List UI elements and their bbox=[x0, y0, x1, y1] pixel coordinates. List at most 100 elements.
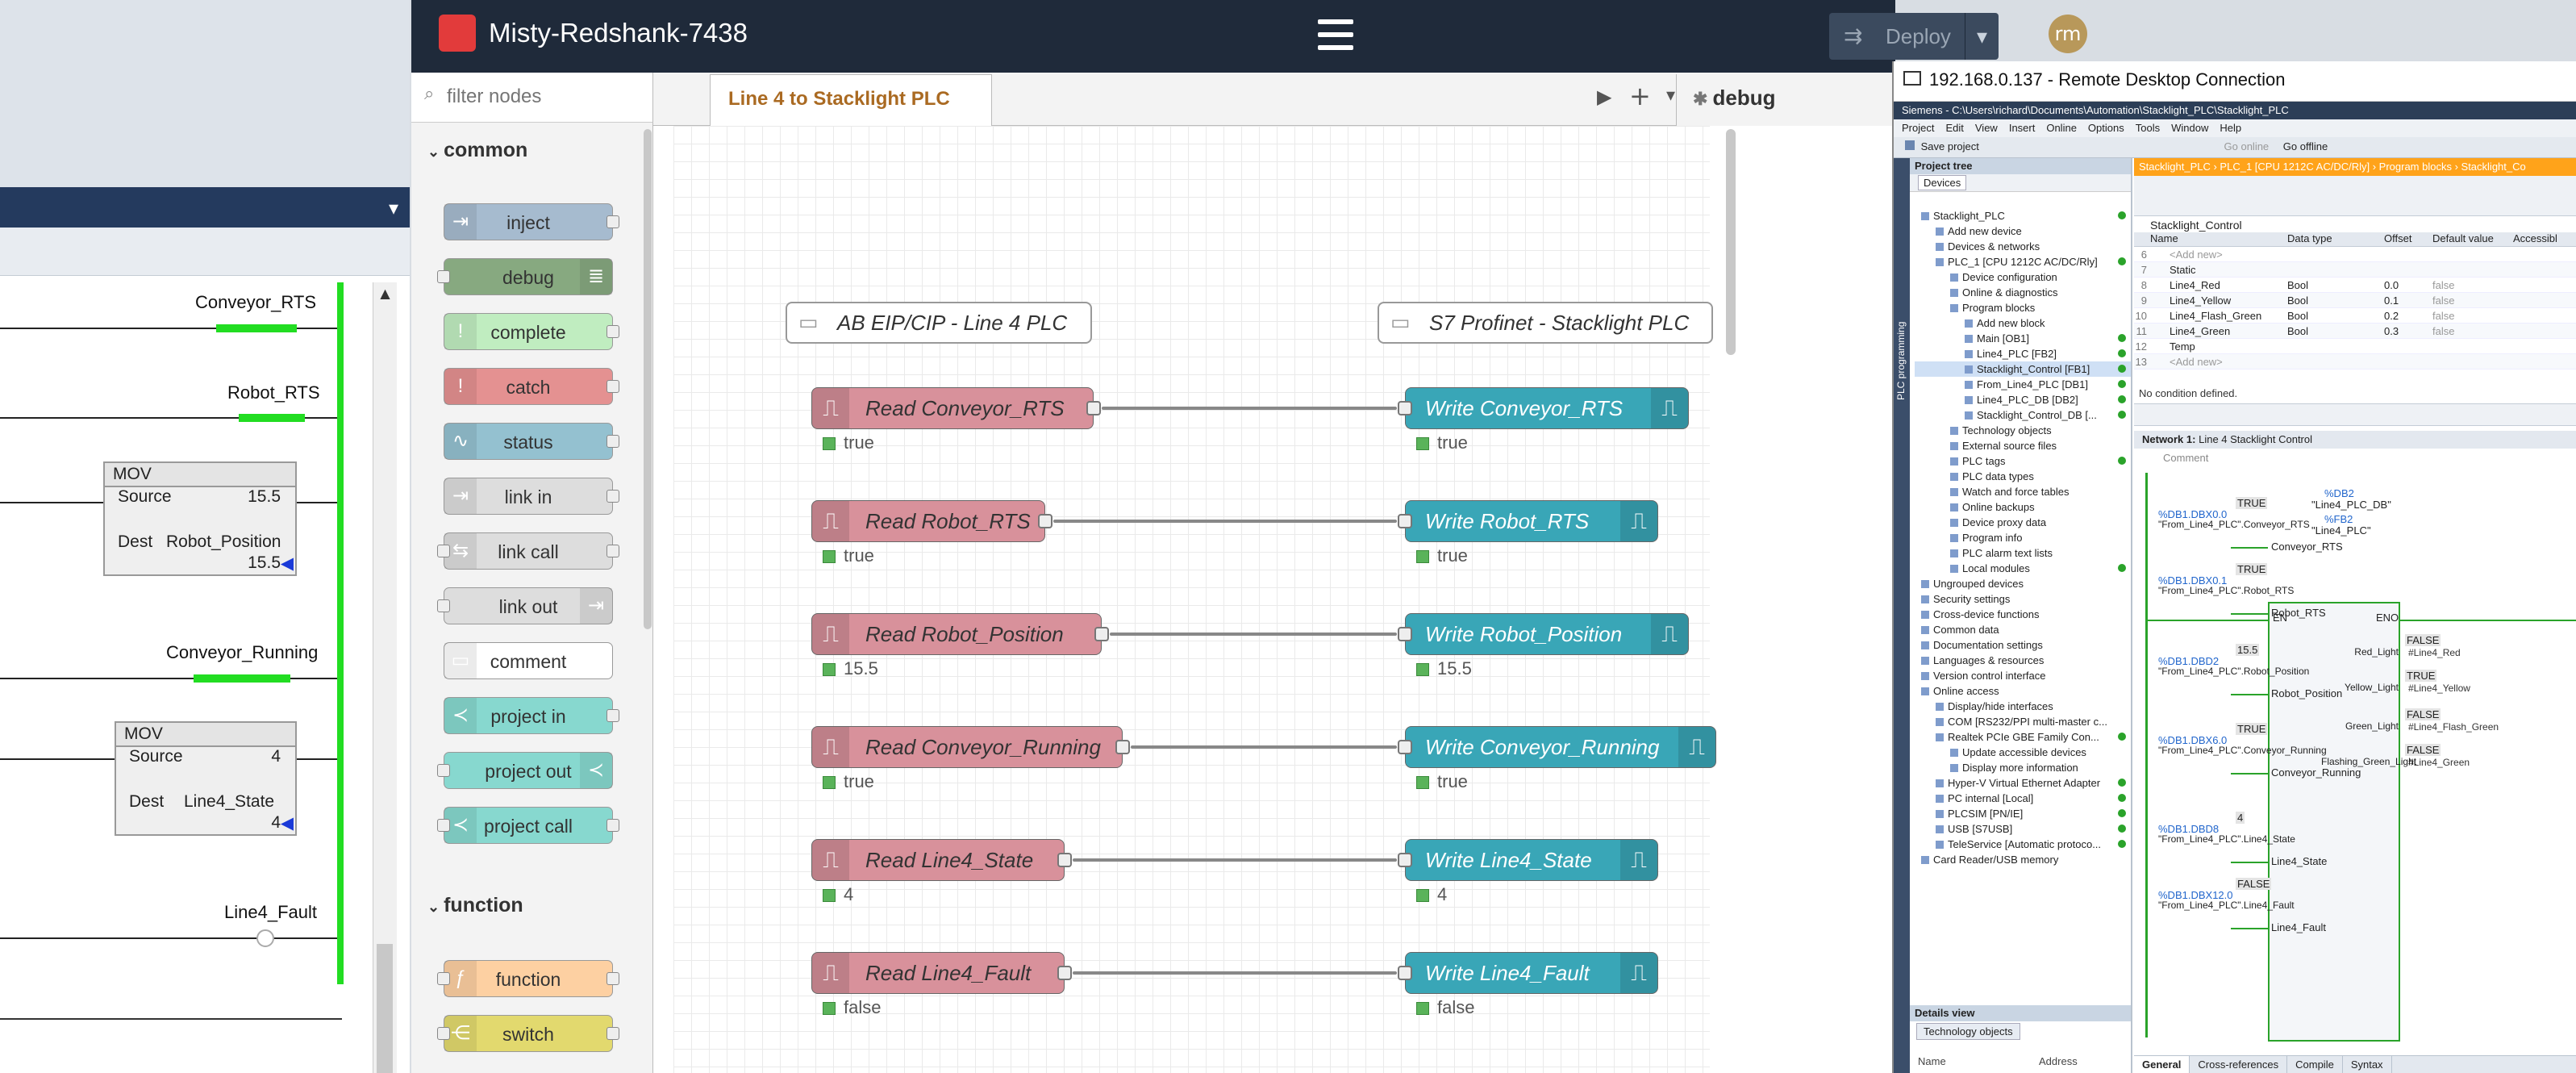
palette-node-status[interactable]: ∿status bbox=[444, 423, 619, 460]
avatar[interactable]: rm bbox=[2049, 15, 2087, 53]
contact-energized[interactable] bbox=[239, 414, 305, 422]
input-port[interactable] bbox=[1398, 401, 1412, 415]
tree-item[interactable]: PLC data types bbox=[1915, 469, 2131, 484]
menu-item-help[interactable]: Help bbox=[2220, 122, 2242, 134]
details-view-title[interactable]: Details view bbox=[1910, 1005, 2131, 1021]
devices-tab[interactable]: Devices bbox=[1910, 174, 2131, 192]
menu-item-online[interactable]: Online bbox=[2046, 122, 2077, 134]
flow-wire[interactable] bbox=[1073, 858, 1397, 862]
tree-item[interactable]: Device configuration bbox=[1915, 269, 2131, 285]
tab-line4-to-stacklight[interactable]: Line 4 to Stacklight PLC bbox=[710, 74, 992, 126]
filter-nodes-input[interactable] bbox=[447, 82, 640, 111]
output-port[interactable] bbox=[1057, 966, 1072, 980]
palette-scrollbar[interactable] bbox=[644, 129, 652, 629]
output-port[interactable] bbox=[1038, 514, 1052, 528]
write-node[interactable]: ⎍Write Conveyor_RTS bbox=[1398, 387, 1689, 429]
write-node[interactable]: ⎍Write Line4_Fault bbox=[1398, 952, 1658, 994]
tree-item[interactable]: COM [RS232/PPI multi-master c... bbox=[1915, 714, 2131, 729]
read-node[interactable]: ⎍Read Conveyor_RTS bbox=[811, 387, 1101, 429]
flow-wire[interactable] bbox=[1053, 520, 1397, 523]
tree-item[interactable]: Add new block bbox=[1915, 315, 2131, 331]
palette-node-project-call[interactable]: ≺project call bbox=[437, 807, 619, 844]
save-icon[interactable] bbox=[1905, 140, 1915, 150]
read-node[interactable]: ⎍Read Robot_RTS bbox=[811, 500, 1052, 542]
comment-node-right[interactable]: ▭ S7 Profinet - Stacklight PLC bbox=[1378, 302, 1713, 344]
write-node[interactable]: ⎍Write Line4_State bbox=[1398, 839, 1658, 881]
contact-energized[interactable] bbox=[194, 674, 290, 683]
comment-node-left[interactable]: ▭ AB EIP/CIP - Line 4 PLC bbox=[786, 302, 1092, 344]
tree-item[interactable]: TeleService [Automatic protoco... bbox=[1915, 837, 2131, 852]
mov-instruction[interactable]: MOV Source 4 Dest Line4_State 4 ◀ bbox=[115, 721, 297, 836]
tree-item[interactable]: Display/hide interfaces bbox=[1915, 699, 2131, 714]
fb-box[interactable] bbox=[2268, 602, 2400, 1042]
tab-debug[interactable]: ✱ debug bbox=[1676, 74, 1895, 126]
output-port[interactable] bbox=[1086, 401, 1101, 415]
tree-item[interactable]: From_Line4_PLC [DB1] bbox=[1915, 377, 2131, 392]
inspector-tab-compile[interactable]: Compile bbox=[2287, 1056, 2343, 1073]
input-port[interactable] bbox=[1398, 966, 1412, 980]
palette-node-link-in[interactable]: ⇥link in bbox=[444, 478, 619, 515]
palette-category-function[interactable]: ⌄ function bbox=[427, 894, 523, 917]
flow-wire[interactable] bbox=[1131, 745, 1397, 749]
menu-item-insert[interactable]: Insert bbox=[2008, 122, 2036, 134]
tree-item[interactable]: Realtek PCIe GBE Family Con... bbox=[1915, 729, 2131, 745]
output-port[interactable] bbox=[1115, 740, 1130, 754]
tree-item[interactable]: PLC tags bbox=[1915, 453, 2131, 469]
palette-node-comment[interactable]: ▭comment bbox=[444, 642, 613, 679]
play-icon[interactable]: ▶ bbox=[1597, 86, 1612, 108]
tree-item[interactable]: Program blocks bbox=[1915, 300, 2131, 315]
tree-item[interactable]: Add new device bbox=[1915, 223, 2131, 239]
tree-item[interactable]: Online access bbox=[1915, 683, 2131, 699]
technology-objects-tab[interactable]: Technology objects bbox=[1916, 1023, 2020, 1040]
tree-item[interactable]: Main [OB1] bbox=[1915, 331, 2131, 346]
tree-item[interactable]: Line4_PLC [FB2] bbox=[1915, 346, 2131, 361]
scroll-up-icon[interactable]: ▲ bbox=[380, 286, 390, 301]
palette-node-link-call[interactable]: ⇆link call bbox=[437, 532, 619, 570]
contact-energized[interactable] bbox=[216, 324, 297, 332]
tree-item[interactable]: Device proxy data bbox=[1915, 515, 2131, 530]
tree-item[interactable]: Cross-device functions bbox=[1915, 607, 2131, 622]
tree-item[interactable]: Program info bbox=[1915, 530, 2131, 545]
palette-node-complete[interactable]: !complete bbox=[444, 313, 619, 350]
tree-item[interactable]: Security settings bbox=[1915, 591, 2131, 607]
input-port[interactable] bbox=[1398, 514, 1412, 528]
read-node[interactable]: ⎍Read Line4_Fault bbox=[811, 952, 1072, 994]
flow-wire[interactable] bbox=[1102, 407, 1397, 410]
tree-item[interactable]: PC internal [Local] bbox=[1915, 791, 2131, 806]
tree-item[interactable]: Display more information bbox=[1915, 760, 2131, 775]
inspector-tab-syntax[interactable]: Syntax bbox=[2343, 1056, 2392, 1073]
palette-node-switch[interactable]: ⋲switch bbox=[437, 1015, 619, 1052]
palette-node-debug[interactable]: ≣debug bbox=[437, 258, 613, 295]
workspace-scrollbar[interactable] bbox=[1726, 129, 1736, 355]
contact-open[interactable] bbox=[256, 929, 274, 947]
network-comment[interactable]: Comment bbox=[2163, 452, 2209, 464]
menu-item-view[interactable]: View bbox=[1974, 122, 1998, 134]
tree-item[interactable]: Technology objects bbox=[1915, 423, 2131, 438]
go-offline-button[interactable]: Go offline bbox=[2282, 140, 2328, 152]
inspector-tab-cross-references[interactable]: Cross-references bbox=[2190, 1056, 2288, 1073]
menu-item-edit[interactable]: Edit bbox=[1945, 122, 1964, 134]
palette-category-common[interactable]: ⌄ common bbox=[427, 139, 527, 162]
tree-item[interactable]: Watch and force tables bbox=[1915, 484, 2131, 499]
tree-item[interactable]: Devices & networks bbox=[1915, 239, 2131, 254]
tree-item[interactable]: Hyper-V Virtual Ethernet Adapter bbox=[1915, 775, 2131, 791]
menu-item-project[interactable]: Project bbox=[1902, 122, 1935, 134]
go-online-button[interactable]: Go online bbox=[2224, 140, 2270, 152]
flow-wire[interactable] bbox=[1110, 633, 1397, 636]
tree-item[interactable]: Local modules bbox=[1915, 561, 2131, 576]
menu-item-tools[interactable]: Tools bbox=[2135, 122, 2161, 134]
palette-node-inject[interactable]: ⇥inject bbox=[444, 203, 619, 240]
tree-item[interactable]: USB [S7USB] bbox=[1915, 821, 2131, 837]
tree-item[interactable]: Line4_PLC_DB [DB2] bbox=[1915, 392, 2131, 407]
tree-item[interactable]: Documentation settings bbox=[1915, 637, 2131, 653]
tree-item[interactable]: PLC_1 [CPU 1212C AC/DC/Rly] bbox=[1915, 254, 2131, 269]
menu-icon[interactable] bbox=[1318, 19, 1353, 53]
inspector-tab-general[interactable]: General bbox=[2134, 1056, 2190, 1073]
scroll-thumb[interactable] bbox=[377, 944, 393, 1073]
save-project-button[interactable]: Save project bbox=[1920, 140, 1979, 152]
